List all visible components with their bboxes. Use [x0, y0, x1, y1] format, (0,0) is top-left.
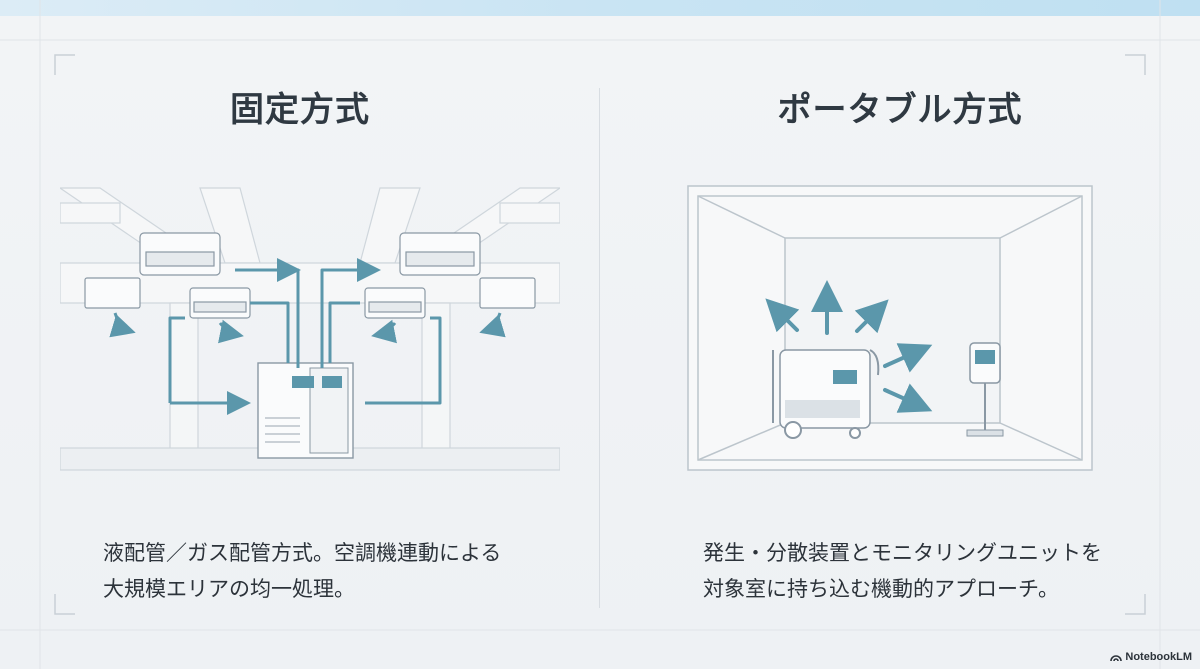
- cassette-units: [84, 232, 536, 319]
- support-columns: [169, 302, 451, 454]
- notebooklm-badge: NotebookLM: [1110, 651, 1192, 663]
- monitoring-stand: [966, 342, 1004, 437]
- notebooklm-logo-icon: [1110, 655, 1123, 662]
- portable-unit-illustration: [687, 185, 1093, 471]
- description-line: 発生・分散装置とモニタリングユニットを: [703, 541, 1102, 565]
- panel-description: 発生・分散装置とモニタリングユニットを 対象室に持ち込む機動的アプローチ。: [703, 535, 1102, 607]
- description-line: 対象室に持ち込む機動的アプローチ。: [703, 577, 1059, 601]
- refrigerant-pipes: [109, 258, 506, 415]
- panel-title: 固定方式: [230, 90, 370, 130]
- center-divider: [599, 88, 600, 608]
- badge-label: NotebookLM: [1125, 651, 1192, 663]
- generator-cart: [772, 349, 880, 439]
- top-accent-bar: [0, 0, 1200, 16]
- description-line: 大規模エリアの均一処理。: [103, 577, 355, 601]
- fixed-hvac-illustration: [60, 187, 560, 471]
- room-box: [687, 185, 1093, 471]
- panel-description: 液配管／ガス配管方式。空調機連動による 大規模エリアの均一処理。: [103, 535, 501, 607]
- central-hvac-unit: [257, 362, 354, 459]
- dispersion-arrows: [765, 280, 933, 413]
- portable-method-panel: ポータブル方式: [600, 0, 1200, 669]
- description-line: 液配管／ガス配管方式。空調機連動による: [103, 541, 502, 565]
- fixed-method-panel: 固定方式: [60, 90, 560, 607]
- panel-title: ポータブル方式: [777, 90, 1023, 130]
